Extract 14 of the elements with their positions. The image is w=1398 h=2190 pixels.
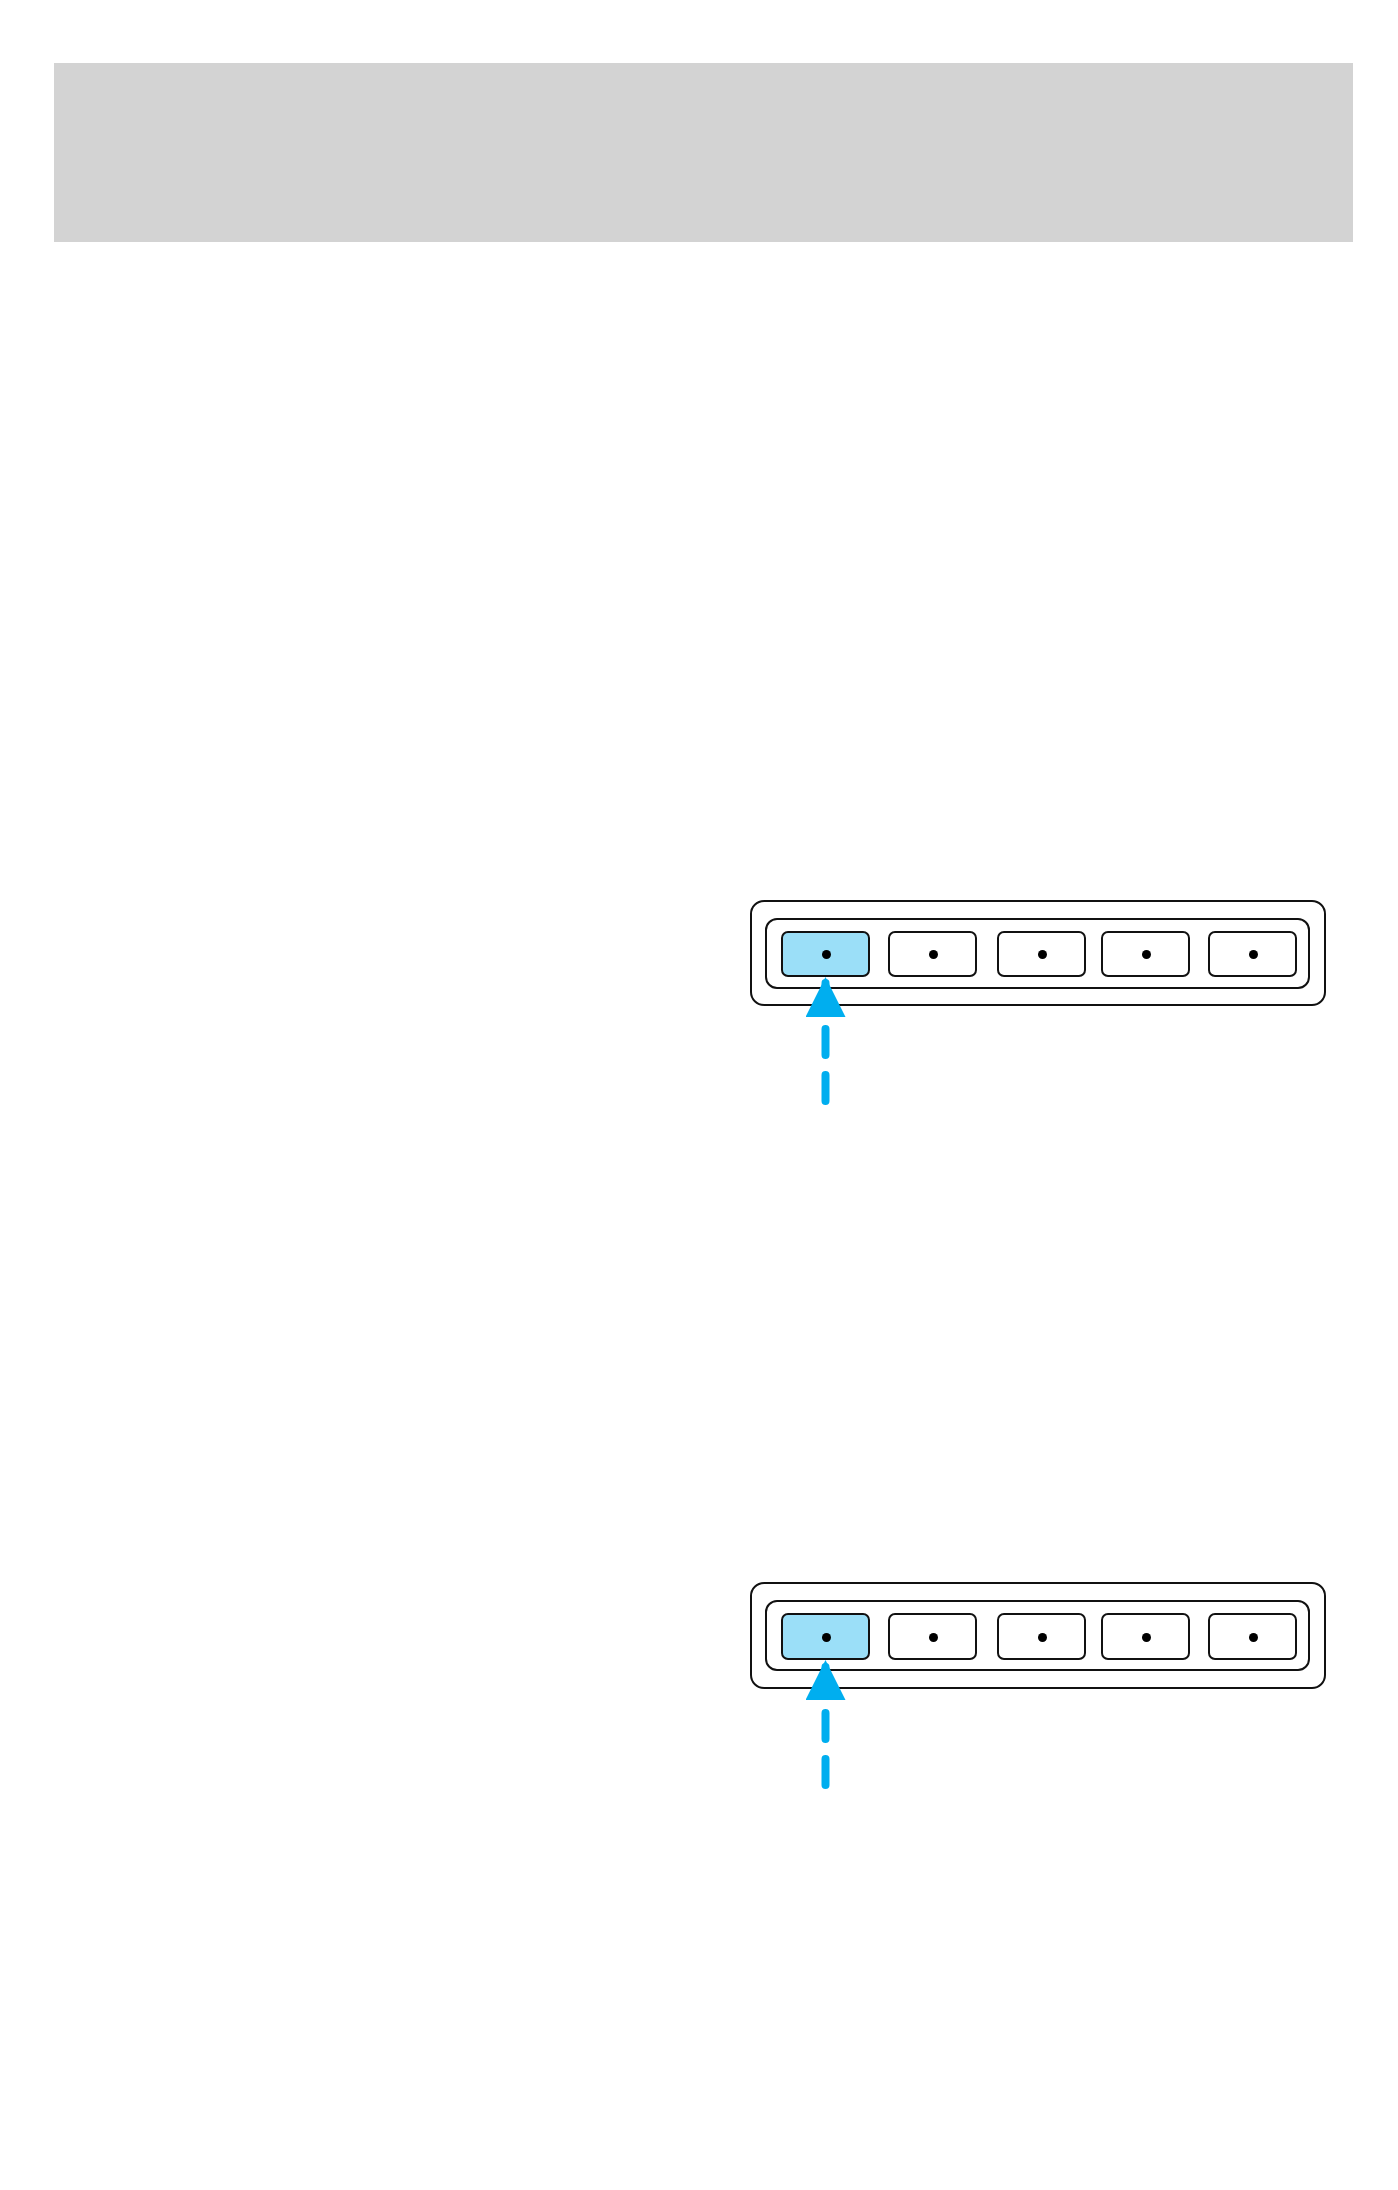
push-button [1208,1613,1297,1660]
push-button [888,1613,977,1660]
push-button [781,1613,870,1660]
button-strip [765,918,1310,989]
push-button [888,931,977,977]
push-button [781,931,870,977]
button-strip [765,1600,1310,1671]
push-button [997,931,1086,977]
push-button [1101,931,1190,977]
push-button [1208,931,1297,977]
panel-housing [750,1582,1326,1689]
panel-housing [750,900,1326,1006]
push-button [1101,1613,1190,1660]
push-button [997,1613,1086,1660]
